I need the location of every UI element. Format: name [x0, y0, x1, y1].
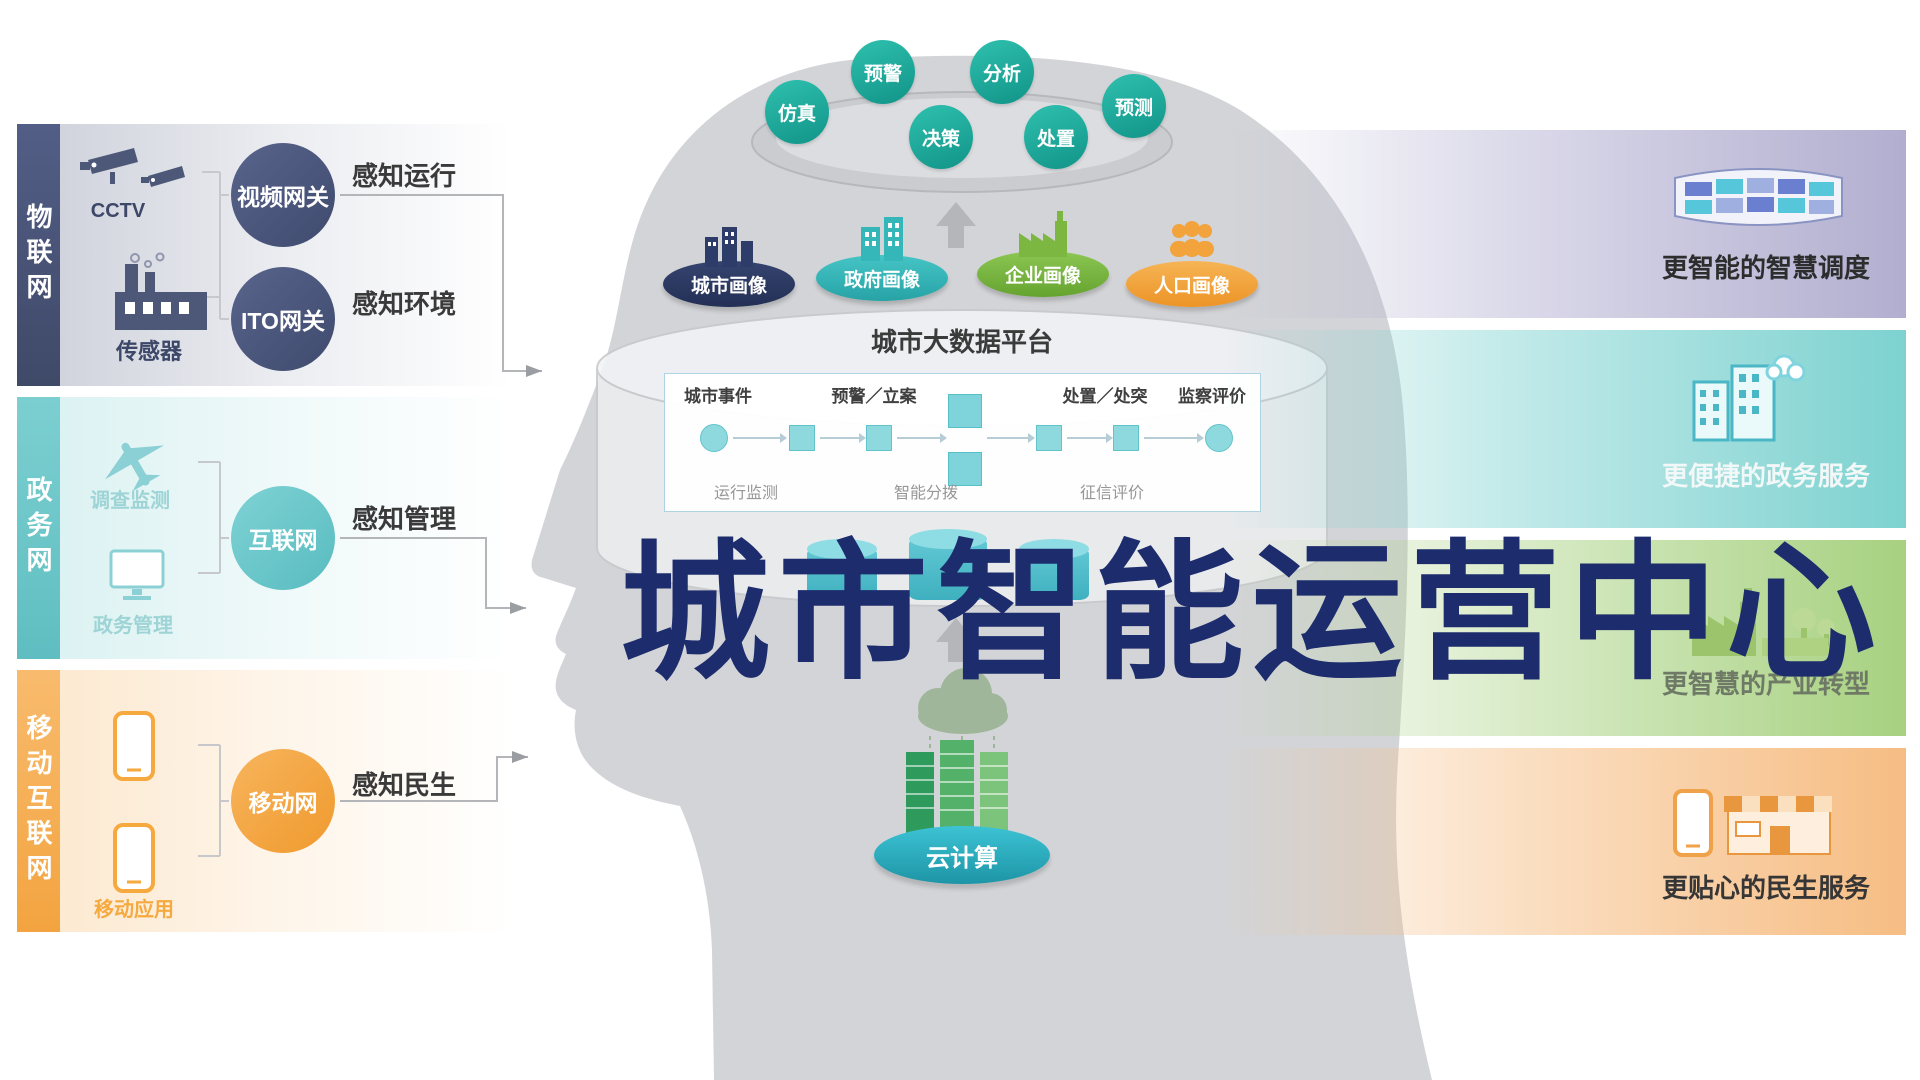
survey-monitor-label: 调查监测 [90, 490, 170, 512]
internet-gateway-circle: 互联网 [231, 486, 335, 590]
benefit-band-dispatch: 更智能的智慧调度 [1223, 130, 1906, 318]
flow-header-warning-case: 预警／立案 [831, 387, 917, 406]
flow-footer-credit: 征信评价 [1079, 485, 1144, 502]
flow-arrow-icon [1067, 433, 1113, 443]
flow-square [1113, 425, 1139, 451]
mobile-app-label: 移动应用 [94, 899, 174, 921]
city-portrait-icon [705, 227, 753, 267]
sense-environment-label: 感知环境 [352, 289, 457, 319]
flow-box: 城市事件 预警／立案 处置／处突 监察评价 运行监测 智能分拨 征信评价 [664, 373, 1261, 512]
flow-arrow-icon [733, 433, 787, 443]
gov-portrait-icon [861, 217, 903, 261]
main-title: 城市智能运营中心 [620, 529, 1885, 697]
brain-node-warning: 预警 [851, 40, 915, 104]
cctv-icon [80, 148, 185, 187]
brain-node-simulation: 仿真 [765, 80, 829, 144]
flow-end-circle [1205, 424, 1233, 452]
server-rack-icon [906, 740, 1008, 838]
flow-square [1036, 425, 1062, 451]
airplane-icon [105, 442, 164, 492]
flow-dispatch-stack-top [948, 394, 982, 428]
benefit-label-gov-service: 更便捷的政务服务 [1661, 461, 1870, 491]
enterprise-portrait-disc: 企业画像 [977, 251, 1109, 297]
brain-node-analysis: 分析 [970, 40, 1034, 104]
brain-node-disposal: 处置 [1024, 105, 1088, 169]
flow-square [866, 425, 892, 451]
gov-net-section: 政务网 [17, 397, 511, 659]
flow-start-circle [700, 424, 728, 452]
mobile-net-section-label: 移动互联网 [17, 670, 60, 932]
monitor-icon [109, 549, 165, 600]
population-portrait: 人口画像 [1126, 221, 1258, 307]
benefit-label-dispatch: 更智能的智慧调度 [1661, 253, 1870, 283]
benefit-band-livelihood: 更贴心的民生服务 [1223, 748, 1906, 935]
enterprise-portrait: 企业画像 [977, 211, 1109, 297]
flow-arrow-icon [820, 433, 866, 443]
cloud-server-links [929, 736, 995, 750]
flow-header-disposal: 处置／处突 [1062, 387, 1148, 406]
brain-node-prediction: 预测 [1102, 74, 1166, 138]
livelihood-phone-store-icon [1673, 789, 1832, 857]
ito-gateway-circle: ITO网关 [231, 267, 335, 371]
city-portrait: 城市画像 [663, 221, 795, 307]
sensor-factory-icon [115, 252, 207, 330]
sense-operation-label: 感知运行 [352, 161, 457, 191]
flow-arrow-icon [987, 433, 1035, 443]
mobile-gateway-circle: 移动网 [231, 749, 335, 853]
benefit-band-gov-service: 更便捷的政务服务 [1223, 330, 1906, 528]
flow-square [789, 425, 815, 451]
cloud-computing-disc: 云计算 [874, 826, 1050, 884]
sensor-label: 传感器 [115, 339, 182, 364]
flow-arrow-icon [897, 433, 947, 443]
flow-footer-dispatch: 智能分拨 [893, 485, 958, 502]
gov-service-building-icon [1692, 354, 1806, 442]
smart-dispatch-screen-icon [1674, 168, 1843, 226]
phone-icon-2 [113, 823, 155, 893]
city-portrait-disc: 城市画像 [663, 261, 795, 307]
gov-manage-label: 政务管理 [93, 615, 173, 637]
benefit-label-industry: 更智慧的产业转型 [1661, 669, 1870, 699]
flow-footer-monitoring: 运行监测 [713, 485, 778, 502]
iot-section-label: 物联网 [17, 124, 60, 386]
population-portrait-icon [1170, 221, 1214, 257]
population-portrait-disc: 人口画像 [1126, 261, 1258, 307]
sense-management-label: 感知管理 [352, 504, 457, 534]
gov-portrait-disc: 政府画像 [816, 255, 948, 301]
flow-header-event: 城市事件 [684, 387, 752, 406]
sense-livelihood-label: 感知民生 [352, 770, 457, 800]
big-data-platform-label: 城市大数据平台 [870, 327, 1053, 357]
cloud-glyph [1765, 354, 1806, 382]
phone-icon [113, 711, 155, 781]
cctv-label: CCTV [90, 200, 146, 222]
benefit-label-livelihood: 更贴心的民生服务 [1661, 873, 1870, 903]
gov-net-section-label: 政务网 [17, 397, 60, 659]
flow-header-evaluation: 监察评价 [1178, 387, 1246, 406]
industry-factory-icon [1692, 588, 1835, 656]
gov-portrait: 政府画像 [816, 215, 948, 301]
enterprise-portrait-icon [1019, 211, 1067, 257]
flow-arrow-icon [1144, 433, 1204, 443]
video-gateway-circle: 视频网关 [231, 143, 335, 247]
brain-node-decision: 决策 [909, 105, 973, 169]
